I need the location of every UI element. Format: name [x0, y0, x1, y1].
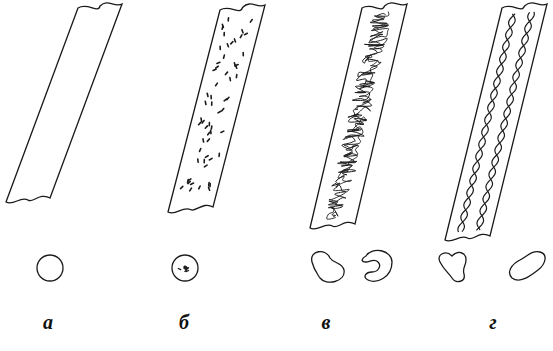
strip-outline — [310, 3, 407, 229]
particle-dash — [200, 148, 201, 151]
particle-dash — [221, 26, 223, 29]
particle-dash — [217, 62, 220, 63]
particle-dash — [223, 32, 225, 35]
twisted-strand — [458, 14, 515, 232]
strip-outline — [445, 3, 547, 241]
particle-dash — [202, 121, 204, 124]
particle-dash — [229, 78, 231, 81]
particle-dash — [250, 20, 252, 23]
particle-dash — [207, 139, 209, 141]
strip-outline — [168, 4, 265, 213]
strip-outline — [6, 3, 122, 203]
particle-dash — [234, 39, 235, 42]
cross-section — [312, 252, 344, 283]
particle-dash — [209, 122, 211, 125]
particle-dash — [204, 101, 206, 104]
particle-dash — [216, 83, 218, 86]
particle-dash — [190, 188, 192, 191]
particle-dash — [203, 160, 205, 163]
particle-dash — [188, 181, 190, 183]
particle-dash — [208, 132, 210, 135]
particle-dash — [231, 42, 233, 44]
particle-dash — [205, 126, 207, 128]
cross-section — [172, 255, 198, 281]
particle-dash — [240, 35, 242, 38]
particle-dash — [208, 187, 209, 190]
particle-dash — [210, 126, 212, 129]
particle-dash — [223, 55, 225, 58]
particle-dash — [242, 30, 243, 33]
particle-dash — [205, 156, 208, 158]
particle-dash — [244, 33, 247, 34]
twisted-strand — [476, 12, 531, 230]
panel-letter: г — [489, 312, 496, 332]
particle-dash — [186, 271, 188, 272]
particle-dash — [213, 69, 216, 70]
particle-dash — [208, 182, 210, 185]
particle-dash — [197, 159, 199, 162]
particle-dash — [184, 267, 186, 268]
cross-section — [510, 252, 546, 281]
particle-dash — [204, 165, 207, 167]
panel-letter: а — [43, 312, 53, 332]
cross-section — [362, 250, 392, 281]
particle-dash — [221, 131, 224, 132]
particle-dash — [209, 158, 212, 160]
particle-dash — [234, 63, 237, 66]
particle-dash — [225, 72, 227, 74]
particle-dash — [211, 102, 213, 105]
particle-dash — [218, 111, 221, 113]
tangled-fibers — [327, 12, 389, 220]
twisted-strand — [477, 12, 534, 230]
particle-dash — [227, 18, 229, 21]
cross-section — [439, 253, 466, 282]
particle-dash — [224, 99, 227, 101]
particle-dash — [199, 122, 201, 124]
particle-dash — [206, 93, 208, 96]
particle-dash — [227, 44, 228, 47]
cross-section — [37, 255, 63, 281]
particle-dash — [191, 183, 194, 184]
particle-dash — [184, 266, 187, 268]
particle-dash — [199, 186, 200, 189]
particle-dash — [216, 66, 219, 68]
particle-dash — [178, 268, 180, 269]
particle-dash — [218, 153, 220, 156]
particle-dash — [202, 139, 204, 142]
particle-dash — [242, 53, 244, 56]
particle-dash — [188, 179, 191, 181]
particle-dash — [236, 75, 238, 78]
panel-letter: б — [179, 312, 189, 332]
particle-dash — [200, 118, 202, 121]
particle-dash — [210, 96, 212, 99]
particle-dash — [222, 108, 224, 110]
particle-dash — [181, 186, 183, 188]
particle-dash — [219, 46, 221, 49]
panel-letter: в — [322, 312, 331, 332]
